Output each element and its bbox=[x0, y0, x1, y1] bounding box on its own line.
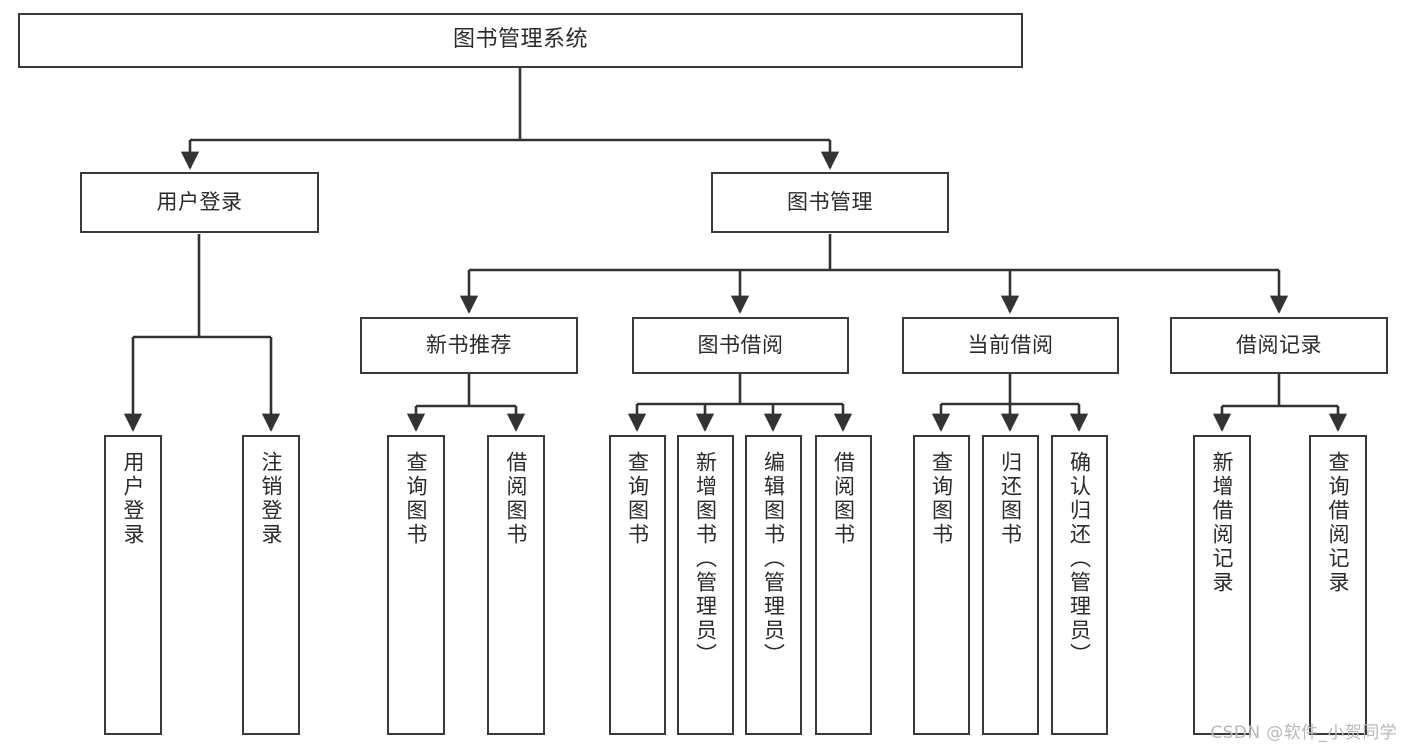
node-new-book-recommend[interactable]: 新书推荐 bbox=[360, 317, 578, 374]
node-borrow-record[interactable]: 借阅记录 bbox=[1170, 317, 1388, 374]
node-leaf-confirm-return-label: 确认归还（管理员） bbox=[1067, 451, 1092, 667]
node-book-manage[interactable]: 图书管理 bbox=[711, 172, 949, 233]
node-leaf-edit-book-label: 编辑图书（管理员） bbox=[761, 451, 786, 667]
node-leaf-query-book-3[interactable]: 查询图书 bbox=[913, 435, 970, 735]
node-leaf-query-book-1[interactable]: 查询图书 bbox=[387, 435, 445, 735]
node-leaf-add-record-label: 新增借阅记录 bbox=[1210, 451, 1235, 595]
node-leaf-borrow-book-1[interactable]: 借阅图书 bbox=[487, 435, 545, 735]
node-user-login[interactable]: 用户登录 bbox=[80, 172, 319, 233]
node-leaf-return-book-label: 归还图书 bbox=[998, 451, 1023, 547]
node-leaf-query-record[interactable]: 查询借阅记录 bbox=[1309, 435, 1367, 735]
node-leaf-edit-book[interactable]: 编辑图书（管理员） bbox=[745, 435, 802, 735]
node-leaf-return-book[interactable]: 归还图书 bbox=[982, 435, 1039, 735]
node-leaf-add-record[interactable]: 新增借阅记录 bbox=[1193, 435, 1251, 735]
node-root[interactable]: 图书管理系统 bbox=[18, 13, 1023, 68]
node-leaf-query-book-2[interactable]: 查询图书 bbox=[609, 435, 666, 735]
node-book-borrow-label: 图书借阅 bbox=[697, 332, 784, 357]
node-leaf-add-book-label: 新增图书（管理员） bbox=[693, 451, 718, 667]
node-leaf-borrow-book-2-label: 借阅图书 bbox=[831, 451, 856, 547]
node-book-manage-label: 图书管理 bbox=[787, 189, 873, 214]
node-leaf-user-login[interactable]: 用户登录 bbox=[104, 435, 162, 735]
node-current-borrow[interactable]: 当前借阅 bbox=[902, 317, 1119, 374]
node-leaf-query-record-label: 查询借阅记录 bbox=[1326, 451, 1351, 595]
node-leaf-query-book-3-label: 查询图书 bbox=[929, 451, 954, 547]
node-leaf-borrow-book-2[interactable]: 借阅图书 bbox=[815, 435, 872, 735]
node-leaf-user-login-label: 用户登录 bbox=[121, 451, 146, 547]
node-user-login-label: 用户登录 bbox=[156, 189, 243, 214]
node-current-borrow-label: 当前借阅 bbox=[967, 332, 1054, 357]
node-book-borrow[interactable]: 图书借阅 bbox=[632, 317, 849, 374]
node-leaf-user-logout-label: 注销登录 bbox=[259, 451, 284, 547]
csdn-watermark: CSDN @软件_小贺同学 bbox=[1210, 723, 1397, 743]
node-borrow-record-label: 借阅记录 bbox=[1236, 332, 1322, 357]
node-leaf-add-book[interactable]: 新增图书（管理员） bbox=[677, 435, 734, 735]
node-leaf-confirm-return[interactable]: 确认归还（管理员） bbox=[1051, 435, 1108, 735]
node-leaf-borrow-book-1-label: 借阅图书 bbox=[504, 451, 529, 547]
node-root-label: 图书管理系统 bbox=[452, 27, 588, 53]
node-leaf-query-book-2-label: 查询图书 bbox=[625, 451, 650, 547]
node-leaf-query-book-1-label: 查询图书 bbox=[404, 451, 429, 547]
node-leaf-user-logout[interactable]: 注销登录 bbox=[242, 435, 300, 735]
node-new-book-recommend-label: 新书推荐 bbox=[426, 332, 512, 357]
